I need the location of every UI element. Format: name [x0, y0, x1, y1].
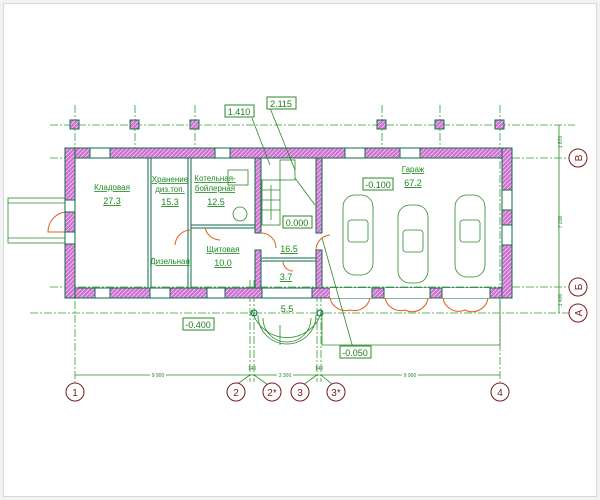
- room-name: Щитовая: [207, 245, 240, 254]
- dimension-label: 9 900: [152, 373, 165, 379]
- axis-label: 3*: [331, 388, 341, 399]
- columns: [69, 119, 505, 130]
- room-name: Гараж: [402, 165, 425, 174]
- room-area: 3.7: [280, 272, 293, 282]
- dimension-label: 1 400: [558, 294, 564, 307]
- axis-label: В: [574, 154, 585, 161]
- dimension-label: 1 870: [558, 136, 564, 149]
- axis-label: 1: [72, 388, 78, 399]
- dimension-lines: 9 900 140 3 300 140 9 900 1 870 7 200 1 …: [75, 125, 564, 386]
- elevation-label: -0.100: [365, 180, 391, 190]
- axis-label: 2: [233, 388, 239, 399]
- axis-label: А: [574, 309, 585, 316]
- room-area: 5.5: [281, 304, 294, 314]
- axis-label: 4: [497, 388, 503, 399]
- dimension-label: 7 200: [558, 216, 564, 229]
- doors: [174, 227, 489, 313]
- dimension-label: 140: [248, 366, 257, 372]
- drawing-frame: [3, 3, 597, 497]
- cars: [342, 194, 486, 284]
- room-area: 15.3: [161, 197, 179, 207]
- axis-label: 2*: [267, 388, 277, 399]
- elevation-label: -0.050: [342, 348, 368, 358]
- room-name: Хранение: [152, 175, 189, 184]
- stairs: [261, 159, 316, 226]
- room-area: 16.5: [280, 244, 298, 254]
- axis-label: 3: [297, 388, 303, 399]
- elevation-label: 0.000: [286, 218, 309, 228]
- room-area: 10.0: [214, 258, 232, 268]
- room-name: Кладовая: [94, 183, 130, 192]
- room-area: 27.3: [103, 196, 121, 206]
- dimension-label: 3 300: [279, 373, 292, 379]
- dimension-label: 9 900: [404, 373, 417, 379]
- room-area: 12.5: [207, 197, 225, 207]
- entrance-steps: [250, 298, 501, 346]
- tank: [232, 206, 248, 222]
- room-area: 67.2: [404, 178, 422, 188]
- room-name: диз.топ.: [155, 185, 185, 194]
- room-name: бойлерная: [195, 184, 235, 193]
- grid-lines: [30, 105, 575, 382]
- elevation-label: 2.115: [270, 99, 292, 109]
- elevation-label: 1.410: [228, 107, 251, 117]
- axis-labels: 1 2 2* 3 3* 4 В Б А: [72, 154, 585, 399]
- axis-label: Б: [574, 283, 585, 290]
- dimension-label: 140: [315, 366, 324, 372]
- elevation-marks: 1.410 2.115 0.000 -0.100 -0.400 -0.050: [182, 96, 394, 359]
- room-name: Котельная-: [194, 174, 236, 183]
- axis-markers: [65, 148, 588, 402]
- boiler: [227, 169, 249, 186]
- elevation-label: -0.400: [185, 320, 211, 330]
- room-labels: Кладовая 27.3 Хранение диз.топ. 15.3 Кот…: [94, 165, 425, 314]
- room-name: Дизельная: [150, 257, 190, 266]
- left-porch: [7, 197, 66, 244]
